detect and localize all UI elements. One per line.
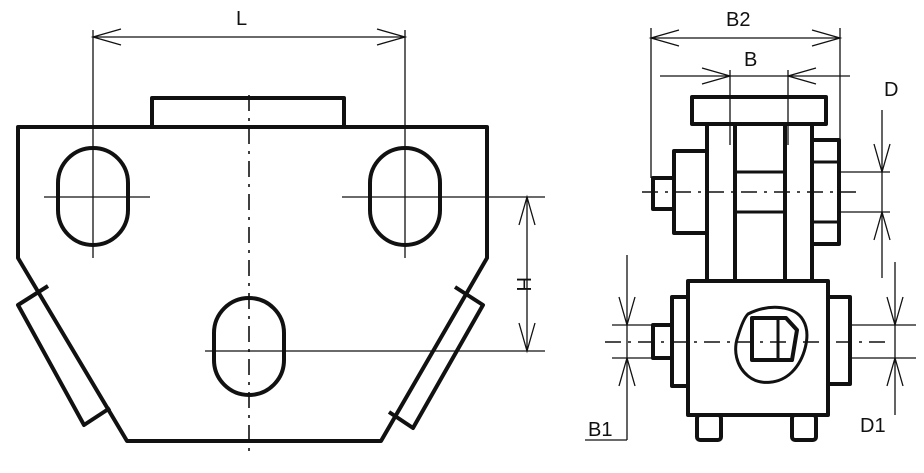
front-view-body-outline [16, 125, 489, 443]
breakout-wedge [750, 316, 799, 362]
dimension-L-arrow-left [90, 28, 122, 46]
upper-cap [690, 95, 828, 126]
foot-right [790, 413, 818, 442]
dimension-H-arrow-top [518, 194, 536, 226]
side-view: B2 B D D1 B1 [585, 9, 916, 442]
upper-plate-left [705, 122, 737, 283]
right-side-plate [387, 285, 485, 430]
top-boss [150, 96, 346, 127]
foot-left [695, 413, 723, 442]
dimension-B-label: B [744, 49, 757, 71]
dimension-B1-label: B1 [588, 419, 612, 441]
upper-plate-right [783, 122, 814, 283]
front-view: L H [16, 8, 545, 455]
dimension-D1-label: D1 [860, 415, 886, 437]
dimension-H-arrow-bottom [518, 322, 536, 354]
breakout-outline [734, 305, 809, 384]
dimension-H-label: H [512, 277, 534, 291]
lower-lug-right [826, 295, 852, 386]
left-side-plate [16, 284, 112, 427]
dimension-L-arrow-right [376, 28, 408, 46]
lower-block [686, 279, 830, 417]
dimension-L-label: L [236, 8, 247, 30]
slot-hole-bottom [212, 296, 286, 397]
upper-bolt-shank-left [651, 176, 676, 211]
dimension-D-label: D [884, 79, 898, 101]
dimension-B2-label: B2 [726, 9, 750, 31]
